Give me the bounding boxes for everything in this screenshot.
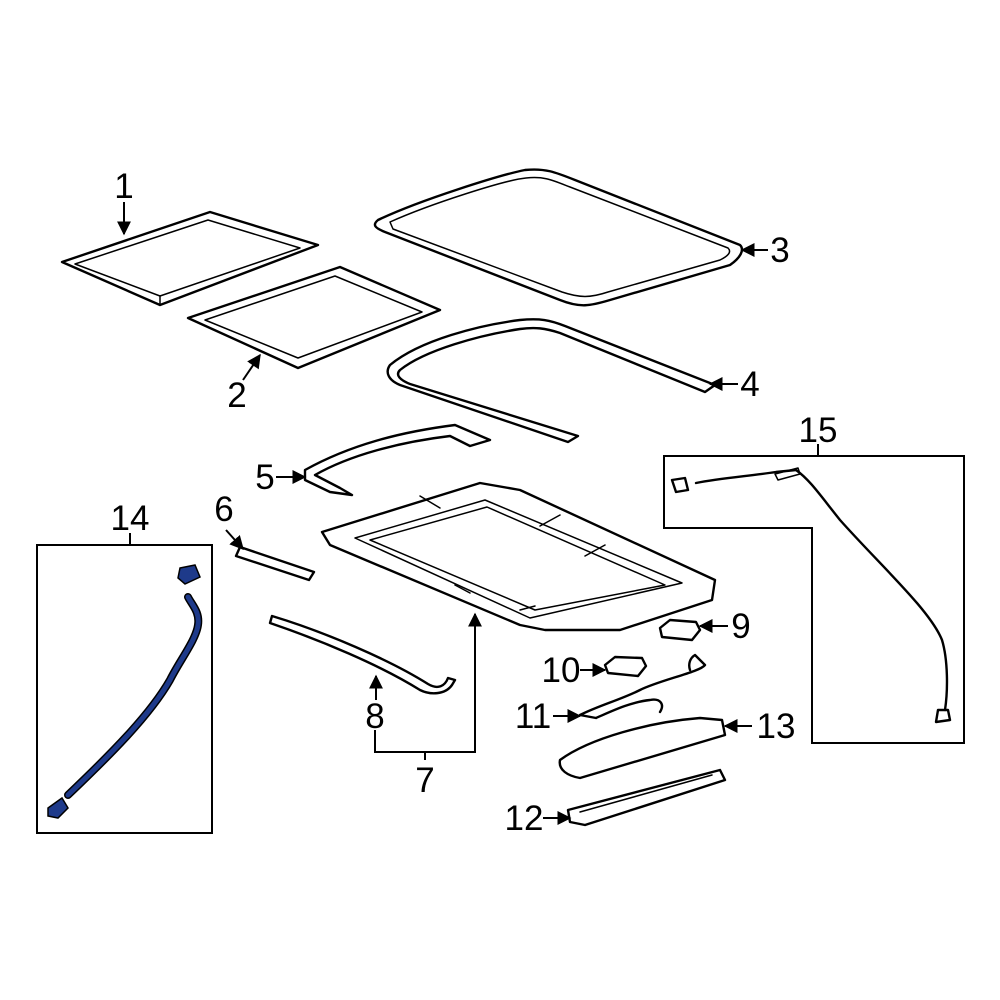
part-12-sunshade-rear[interactable] xyxy=(566,768,727,827)
callout-6: 6 xyxy=(214,490,233,529)
part-1-front-glass-panel[interactable] xyxy=(60,210,320,307)
callout-10: 10 xyxy=(542,651,581,690)
part-4-weatherstrip[interactable] xyxy=(386,318,717,444)
part-11-wiring-harness[interactable] xyxy=(578,653,707,720)
callout-labels: 1 2 3 4 5 6 7 8 9 10 11 12 13 14 15 xyxy=(111,167,838,838)
callout-8: 8 xyxy=(365,697,384,736)
callout-7: 7 xyxy=(415,761,434,800)
callout-3: 3 xyxy=(770,231,789,270)
part-13-sunshade-front[interactable] xyxy=(558,716,727,780)
callout-9: 9 xyxy=(731,607,750,646)
part-3-outer-seal[interactable] xyxy=(373,168,744,307)
callout-5: 5 xyxy=(255,458,274,497)
part-6-drain-rod[interactable] xyxy=(234,545,316,582)
part-8-seal-strip[interactable] xyxy=(268,614,457,695)
part-2-rear-glass-panel[interactable] xyxy=(186,265,442,370)
callout-1: 1 xyxy=(114,167,133,206)
part-9-motor-bracket[interactable] xyxy=(658,618,702,642)
callout-15: 15 xyxy=(799,411,838,450)
part-5-wind-deflector[interactable] xyxy=(303,423,492,497)
leader-lines xyxy=(117,202,819,825)
part-7-sunroof-frame[interactable] xyxy=(320,481,717,632)
callout-2: 2 xyxy=(227,376,246,415)
part-15-drain-hose-box[interactable] xyxy=(663,455,965,744)
callout-11: 11 xyxy=(515,697,551,736)
part-14-drain-hose-box[interactable] xyxy=(36,544,213,834)
callout-14: 14 xyxy=(111,499,150,538)
part-10-switch-module[interactable] xyxy=(603,655,648,678)
callout-13: 13 xyxy=(757,707,796,746)
callout-4: 4 xyxy=(740,365,759,404)
callout-12: 12 xyxy=(505,799,544,838)
